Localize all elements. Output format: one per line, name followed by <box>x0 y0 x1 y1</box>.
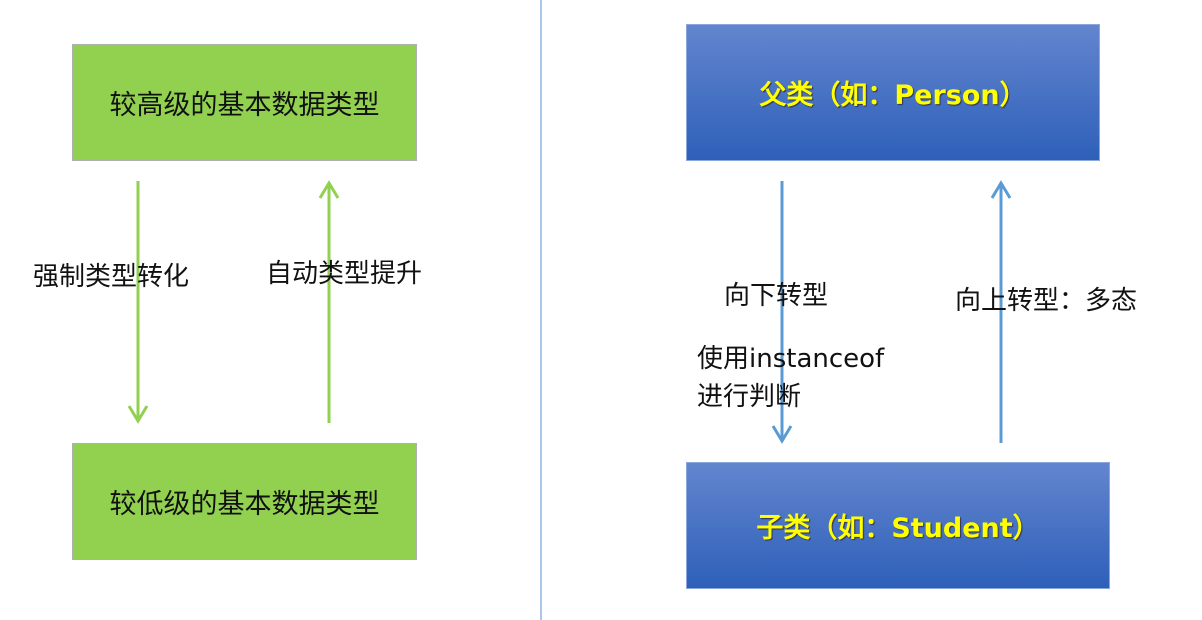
down-arrow-right <box>771 181 793 444</box>
higher-primitive-type-label: 较高级的基本数据类型 <box>109 90 380 121</box>
instanceof-note-line1: 使用instanceof <box>697 344 885 374</box>
auto-promotion-label: 自动类型提升 <box>266 259 423 289</box>
child-class-label: 子类（如：Student） <box>756 513 1040 544</box>
down-arrow-left <box>127 181 149 424</box>
higher-primitive-type-box: 较高级的基本数据类型 <box>72 44 417 161</box>
instanceof-note-line2: 进行判断 <box>697 382 802 412</box>
parent-class-box: 父类（如：Person） <box>686 24 1100 161</box>
downcast-label: 向下转型 <box>724 281 829 311</box>
upcast-label: 向上转型：多态 <box>955 286 1138 316</box>
child-class-box: 子类（如：Student） <box>686 462 1110 589</box>
lower-primitive-type-label: 较低级的基本数据类型 <box>109 489 380 520</box>
explicit-cast-label: 强制类型转化 <box>33 262 190 292</box>
lower-primitive-type-box: 较低级的基本数据类型 <box>72 443 417 560</box>
up-arrow-right <box>990 180 1012 443</box>
parent-class-label: 父类（如：Person） <box>759 80 1027 111</box>
up-arrow-left <box>318 180 340 423</box>
